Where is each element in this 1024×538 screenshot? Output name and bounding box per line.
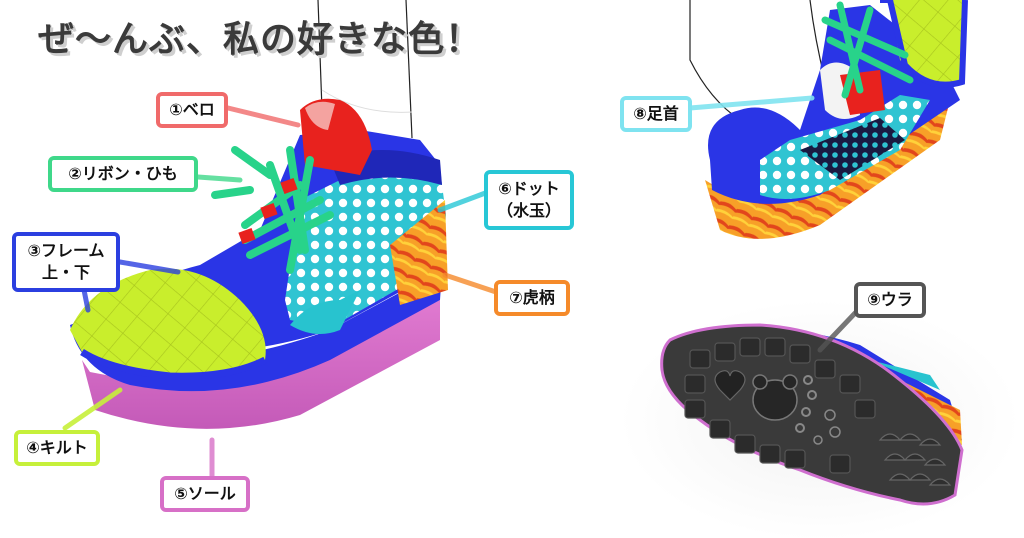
page-title: ぜ〜んぶ、私の好きな色！ xyxy=(38,19,483,60)
label-tiger-text: ⑦虎柄 xyxy=(509,288,555,307)
label-frame-line1: ③フレーム xyxy=(27,241,105,260)
label-ankle: ⑧足首 xyxy=(620,96,692,132)
label-quilt-text: ④キルト xyxy=(26,438,88,457)
label-ankle-text: ⑧足首 xyxy=(633,104,679,123)
label-quilt: ④キルト xyxy=(14,430,100,466)
label-bero-text: ①ベロ xyxy=(169,100,215,119)
label-dot: ⑥ドット （水玉） xyxy=(484,170,574,230)
label-frame-line2: 上・下 xyxy=(41,263,90,282)
label-sole: ⑤ソール xyxy=(160,476,250,512)
label-bero: ①ベロ xyxy=(156,92,228,128)
label-ribbon-text: ②リボン・ひも xyxy=(68,164,178,183)
label-dot-line2: （水玉） xyxy=(496,201,561,220)
label-dot-line1: ⑥ドット xyxy=(498,179,560,198)
label-tiger: ⑦虎柄 xyxy=(494,280,570,316)
label-frame: ③フレーム 上・下 xyxy=(12,232,120,292)
label-ribbon: ②リボン・ひも xyxy=(48,156,198,192)
label-ura-text: ⑨ウラ xyxy=(867,290,913,309)
label-sole-text: ⑤ソール xyxy=(174,484,236,503)
label-ura: ⑨ウラ xyxy=(854,282,926,318)
